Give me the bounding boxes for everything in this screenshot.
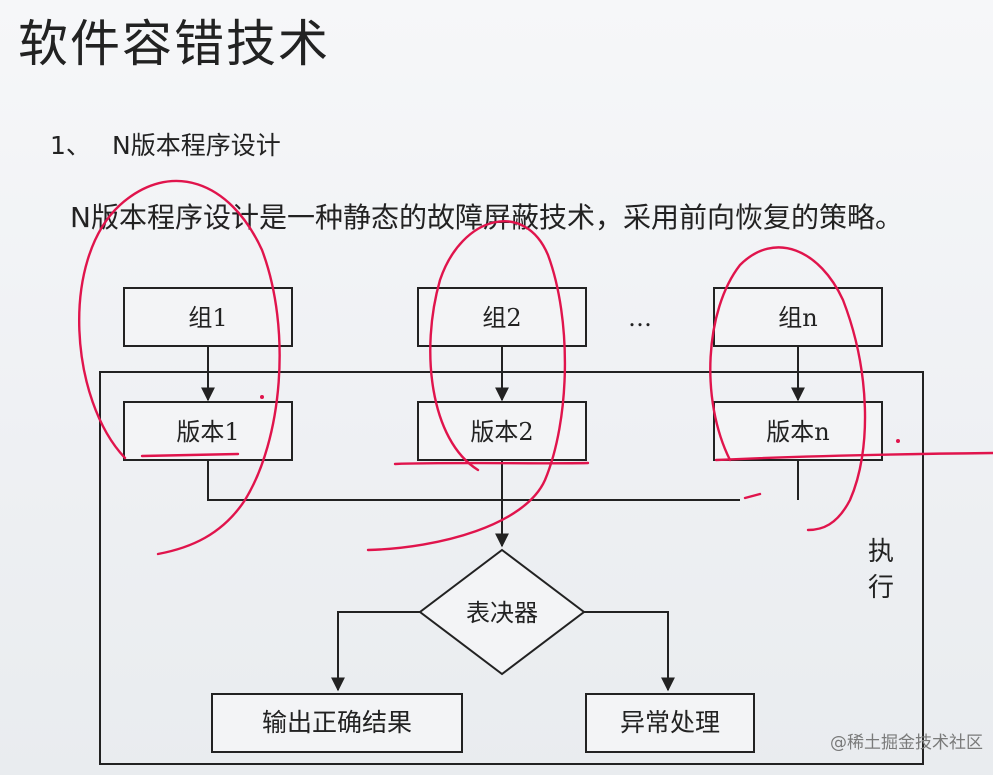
- version-label-2: 版本2: [470, 418, 533, 446]
- execution-label-bottom: 行: [868, 573, 894, 603]
- section-number: 1、: [50, 131, 91, 160]
- execution-frame: [99, 371, 924, 765]
- voter-decision: 表决器: [418, 548, 586, 676]
- description-text: N版本程序设计是一种静态的故障屏蔽技术，采用前向恢复的策略。: [70, 201, 903, 234]
- correct-output-label: 输出正确结果: [262, 708, 412, 737]
- version-box-n: 版本n: [713, 401, 883, 461]
- handwritten-annotations: [78, 179, 993, 556]
- annotation-dot-2: [896, 439, 900, 443]
- annotation-dot-1: [260, 395, 264, 399]
- voter-label: 表决器: [466, 599, 538, 627]
- slide-title: 软件容错技术: [18, 15, 330, 73]
- group-ellipsis: …: [628, 304, 652, 332]
- arrow-to-exception: [584, 611, 675, 692]
- merge-bus-left: [207, 460, 740, 501]
- group-label-1: 组1: [188, 304, 227, 332]
- annotation-underline-2: [393, 461, 590, 466]
- watermark: @稀土掘金技术社区: [830, 733, 983, 753]
- arrow-to-correct-output: [331, 611, 420, 692]
- annotation-circle-2: [366, 220, 567, 552]
- section-heading: 1、 N版本程序设计: [50, 126, 281, 162]
- group-label-2: 组2: [482, 304, 521, 332]
- annotation-underline-1: [140, 452, 240, 458]
- execution-label-top: 执: [868, 537, 894, 567]
- group-box-1: 组1: [123, 287, 293, 347]
- section-title: N版本程序设计: [112, 131, 281, 160]
- group-box-n: 组n: [713, 287, 883, 347]
- group-label-n: 组n: [778, 304, 817, 332]
- version-label-1: 版本1: [176, 418, 239, 446]
- annotation-circle-1: [78, 179, 281, 556]
- version-box-2: 版本2: [417, 401, 587, 461]
- version-box-1: 版本1: [123, 401, 293, 461]
- correct-output-box: 输出正确结果: [211, 693, 463, 753]
- version-label-n: 版本n: [766, 418, 829, 446]
- exception-handling-box: 异常处理: [585, 693, 755, 753]
- exception-handling-label: 异常处理: [620, 708, 720, 737]
- group-box-2: 组2: [417, 287, 587, 347]
- annotation-underline-n: [714, 451, 993, 462]
- annotation-circle-n: [709, 246, 867, 532]
- annotation-mark: [743, 492, 762, 500]
